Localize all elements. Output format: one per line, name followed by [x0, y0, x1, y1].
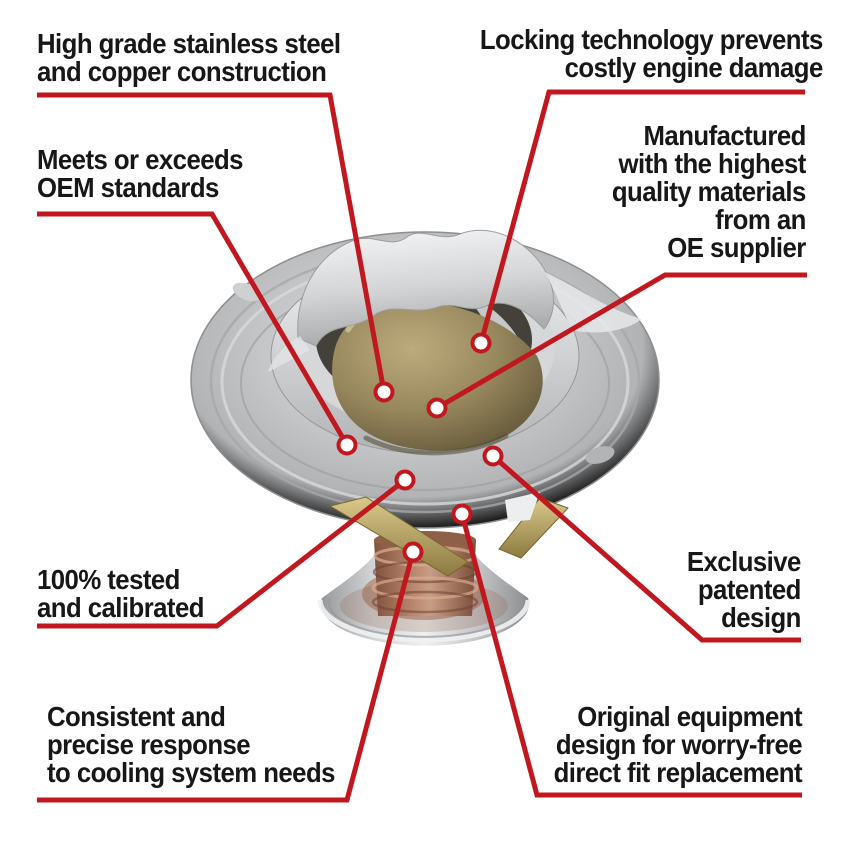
callout-locking-label: Locking technology prevents costly engin… [480, 26, 823, 82]
callout-tested-label: 100% tested and calibrated [37, 566, 204, 622]
callout-marker-construction [373, 381, 395, 403]
flange-dimple [585, 446, 615, 464]
callout-marker-direct-fit [451, 503, 473, 525]
bell-rim-shadow [328, 597, 522, 638]
callout-text-line: precise response [47, 729, 251, 760]
callout-text-line: OEM standards [37, 172, 219, 203]
callout-text-line: Locking technology prevents [480, 24, 823, 55]
thermostat-product [190, 229, 660, 646]
callout-leader-line-construction [37, 92, 387, 393]
bridge-swoosh-left [268, 336, 310, 372]
callout-text-line: direct fit replacement [553, 757, 803, 788]
callout-direct-fit-label: Original equipment design for worry-free… [553, 701, 803, 788]
callout-marker-oem-standards [336, 434, 358, 456]
callout-marker-locking [470, 332, 492, 354]
callout-response-label: Consistent and precise response to cooli… [47, 703, 335, 787]
callout-text-line: Meets or exceeds [37, 144, 244, 175]
callout-layer [37, 89, 807, 803]
callout-patented-label: Exclusive patented design [687, 548, 801, 632]
callout-text-line: to cooling system needs [47, 757, 335, 788]
callout-marker-oe-supplier [426, 397, 448, 419]
callout-marker-response [402, 541, 424, 563]
bell-rim-highlight [317, 599, 531, 643]
callout-leader-line-response [37, 551, 416, 803]
callout-text-line: design [721, 602, 801, 633]
callout-text-line: 100% tested [37, 564, 180, 595]
callout-leader-line-patented [491, 454, 801, 643]
callout-text-line: Exclusive [687, 546, 801, 577]
callout-text-line: Manufactured [643, 120, 807, 151]
callout-text-line: OE supplier [667, 232, 806, 263]
callout-leader-line-oem-standards [37, 211, 350, 447]
callout-text-line: patented [698, 574, 801, 605]
callout-text-line: design for worry-free [555, 729, 803, 760]
callout-text-line: from an [715, 204, 806, 235]
callout-text-line: Consistent and [47, 701, 226, 732]
callout-text-line: costly engine damage [564, 52, 824, 83]
callout-marker-patented [482, 445, 504, 467]
callout-text-line: quality materials [612, 176, 806, 207]
callout-text-line: Original equipment [577, 701, 802, 732]
callout-text-line: High grade stainless steel [37, 28, 341, 59]
valve-shadow [363, 433, 509, 456]
callout-marker-tested [394, 469, 416, 491]
callout-leader-line-direct-fit [459, 513, 802, 798]
callout-text-line: and copper construction [37, 56, 327, 87]
callout-leader-line-tested [37, 478, 407, 629]
callout-text-line: and calibrated [37, 592, 204, 623]
callout-construction-label: High grade stainless steel and copper co… [37, 28, 341, 87]
brass-bracket-right [498, 497, 569, 559]
barrel-rib [371, 576, 479, 600]
barrel-rib [371, 590, 479, 614]
callout-leader-line-locking [478, 89, 805, 344]
callout-oem-standards-label: Meets or exceeds OEM standards [37, 144, 244, 203]
bridge-swoosh-right [545, 272, 642, 333]
callout-text-line: with the highest [618, 148, 807, 179]
callout-leader-line-oe-supplier [435, 272, 807, 411]
callout-oe-supplier-label: Manufactured with the highest quality ma… [612, 122, 806, 262]
bracket-tab [505, 492, 540, 522]
